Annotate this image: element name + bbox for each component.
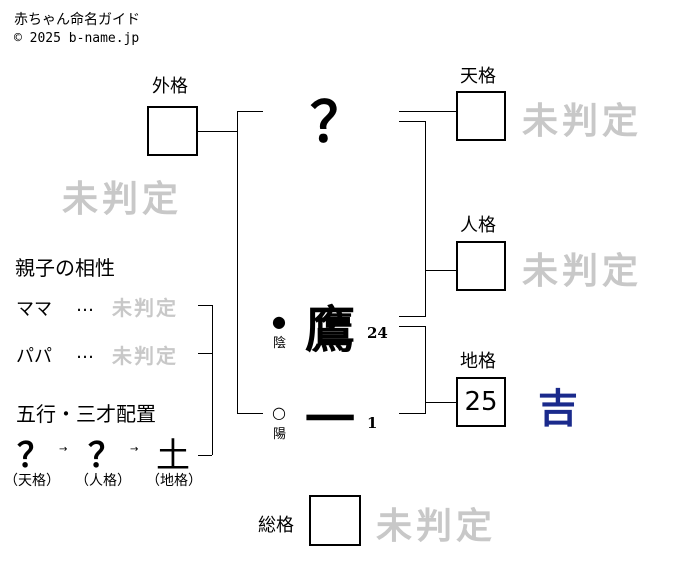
soukaku-box bbox=[309, 495, 361, 546]
chikaku-box: 25 bbox=[456, 377, 506, 427]
soukaku-label: 総格 bbox=[258, 515, 294, 536]
given-char-1-strokes: 24 bbox=[367, 324, 388, 342]
tenkaku-label: 天格 bbox=[460, 66, 496, 87]
given-char-2-strokes: 1 bbox=[367, 414, 378, 432]
arrow-icon: → bbox=[59, 444, 68, 455]
chikaku-label: 地格 bbox=[460, 351, 496, 372]
copyright: © 2025 b-name.jp bbox=[14, 31, 140, 46]
jinkaku-label: 人格 bbox=[460, 215, 496, 236]
compat-papa-label: パパ bbox=[16, 346, 52, 367]
gaikaku-label: 外格 bbox=[152, 76, 188, 97]
app-title: 赤ちゃん命名ガイド bbox=[14, 12, 140, 28]
given-char-2: 一 bbox=[305, 390, 355, 449]
given-char-1: 鷹 bbox=[305, 300, 355, 359]
surname-char-unknown: ？ bbox=[310, 90, 366, 156]
yin-icon: ● bbox=[272, 312, 286, 331]
gogyo-chikaku-elem: 土 bbox=[156, 436, 190, 476]
soukaku-judgement: 未判定 bbox=[376, 505, 497, 547]
gogyo-jinkaku-label: （人格） bbox=[75, 473, 131, 489]
jinkaku-box bbox=[456, 241, 506, 291]
yang-label: 陽 bbox=[273, 427, 287, 442]
gogyo-tenkaku-label: （天格） bbox=[4, 473, 60, 489]
compat-title: 親子の相性 bbox=[15, 256, 115, 280]
compat-mama-result: 未判定 bbox=[112, 296, 178, 320]
compat-papa-dots: … bbox=[76, 342, 94, 363]
yang-icon: ○ bbox=[272, 403, 286, 422]
gogyo-tenkaku-elem: ？ bbox=[17, 436, 51, 476]
chikaku-judgement: 吉 bbox=[538, 385, 578, 432]
gogyo-chikaku-label: （地格） bbox=[146, 473, 202, 489]
gaikaku-box bbox=[147, 106, 198, 156]
compat-mama-label: ママ bbox=[16, 299, 52, 320]
compat-papa-result: 未判定 bbox=[112, 344, 178, 368]
tenkaku-box bbox=[456, 91, 506, 141]
compat-mama-dots: … bbox=[76, 295, 94, 316]
gaikaku-judgement: 未判定 bbox=[62, 178, 183, 220]
gogyo-jinkaku-elem: ？ bbox=[88, 436, 122, 476]
tenkaku-judgement: 未判定 bbox=[522, 100, 643, 142]
yin-label: 陰 bbox=[273, 336, 287, 351]
arrow-icon: → bbox=[130, 444, 139, 455]
gogyo-title: 五行・三才配置 bbox=[16, 402, 156, 426]
jinkaku-judgement: 未判定 bbox=[522, 250, 643, 292]
